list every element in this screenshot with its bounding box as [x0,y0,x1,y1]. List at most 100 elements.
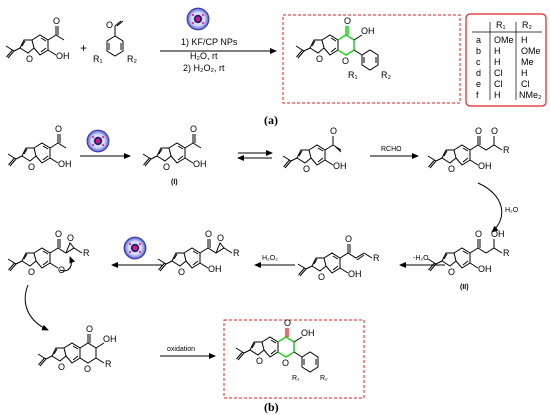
plus-sign: + [80,41,87,55]
enolate-I: O OH O (I) [142,124,207,186]
carbonyl-o: O [53,16,60,26]
atom-r: R [373,253,380,263]
reagent-rcho: RCHO [381,146,402,153]
table-row-r2: NMe₂ [519,90,542,100]
atom-oh: OH [193,159,207,169]
reagent-h2o2: H₂O₂ [262,255,278,262]
atom-o: O [448,267,455,277]
substituent-table [465,13,547,107]
catalyst-icon [86,129,110,153]
atom-r2: R₂ [320,375,328,382]
panel-label-b: (b) [264,400,279,414]
atom-o: O [190,124,197,134]
atom-o: O [58,265,65,275]
atom-o: O [345,234,352,244]
atom-r: R [503,248,510,258]
atom-o: O [55,124,62,134]
epoxide-phenoxide: O O R O O [7,229,90,277]
reagent-step1: 1) KF/CP NPs [181,37,238,47]
table-row-r2: OMe [521,46,541,56]
atom-o: O [475,126,482,136]
arrow-ring-closure [24,284,49,331]
atom-oh: OH [208,264,222,274]
table-row-r2: Me [521,57,534,67]
atom-o: O [491,126,498,136]
atom-o: O [84,364,91,374]
reagent-step1b: H₂O, rt [190,51,218,61]
table-row-id: a [476,35,481,45]
atom-o: O [67,233,74,243]
atom-oh: OH [103,334,117,344]
atom-o: O [28,162,35,172]
atom-r: R [233,248,240,258]
atom-o: O [178,267,185,277]
atom-r: R [503,145,510,155]
intermediate-I-label: (I) [171,179,178,186]
panel-b: O OH O O OH O (I) O OH O RCHO [7,124,519,414]
benzaldehyde: O R₁ R₂ [93,20,137,64]
atom-o: O [86,324,93,334]
table-header-r2: R₂ [522,20,532,30]
atom-o: O [330,126,337,136]
product-oh: OH [361,26,375,36]
atom-o: O [448,164,455,174]
table-row-r1: H [494,46,501,56]
table-row-id: d [476,68,481,78]
table-row-r1: H [494,90,501,100]
product-box-a [282,14,461,104]
atom-o: O [282,358,289,368]
table-row-r2: Cl [521,79,530,89]
atom-o: O [318,272,325,282]
atom-o: O [475,229,482,239]
mech-start: O OH O [7,124,72,172]
table-row-r1: H [494,57,501,67]
table-header-r1: R₁ [496,20,506,30]
product-r1: R₁ [348,70,358,80]
table-rows: a OMe H b H OMe c H Me d Cl H e Cl Cl f … [476,35,542,100]
ring-o-product: O [342,56,349,66]
product-box-b [223,319,365,399]
atom-o: O [217,233,224,243]
aldol-II: O OH R OH O (II) [427,229,510,291]
r1-label: R₁ [93,54,103,64]
arrow-h2o [477,182,503,233]
atom-oh: OH [478,161,492,171]
catalyst-icon [186,7,210,31]
table-row-id: f [476,90,479,100]
atom-oh: OH [478,264,492,274]
hydroxyl-label: OH [56,51,70,61]
reagent-step2: 2) H₂O₂, rt [183,63,225,73]
enolate-resonance: O OH O [282,126,347,174]
atom-o: O [256,356,263,366]
atom-oh: OH [58,159,72,169]
atom-oh: OH [491,229,505,239]
reagent-h2o: H₂O [505,207,519,214]
reagent-minus-h2o: -H₂O [413,255,429,262]
atom-o: O [55,229,62,239]
table-row-r2: H [521,35,528,45]
furan-o-product: O [316,54,323,64]
pyranone-o: O [344,16,351,26]
starting-ketone: O OH O [5,16,70,64]
atom-r: R [105,359,112,369]
aldehyde-o: O [106,20,113,30]
table-row-id: c [476,57,481,67]
atom-oh: OH [333,161,347,171]
intermediate-II-label: (II) [460,284,469,291]
table-row-r1: Cl [494,79,503,89]
flavonol-product-b: O OH O O R₁ R₂ [235,318,328,382]
table-row-r1: OMe [494,35,514,45]
atom-r1: R₁ [292,375,300,382]
flavonol-product-a: O OH O O R₁ R₂ [295,16,391,80]
atom-o: O [28,267,35,277]
aldol-alkoxide: O O R OH O [427,126,510,174]
catalyst-icon [123,236,147,260]
panel-label-a: (a) [264,113,278,127]
atom-o: O [303,164,310,174]
atom-o: O [163,162,170,172]
dihydroflavonol: O OH R O O [37,324,117,374]
table-row-r1: Cl [494,68,503,78]
table-row-r2: H [521,68,528,78]
furan-o: O [26,54,33,64]
reagent-oxidation: oxidation [167,346,195,353]
